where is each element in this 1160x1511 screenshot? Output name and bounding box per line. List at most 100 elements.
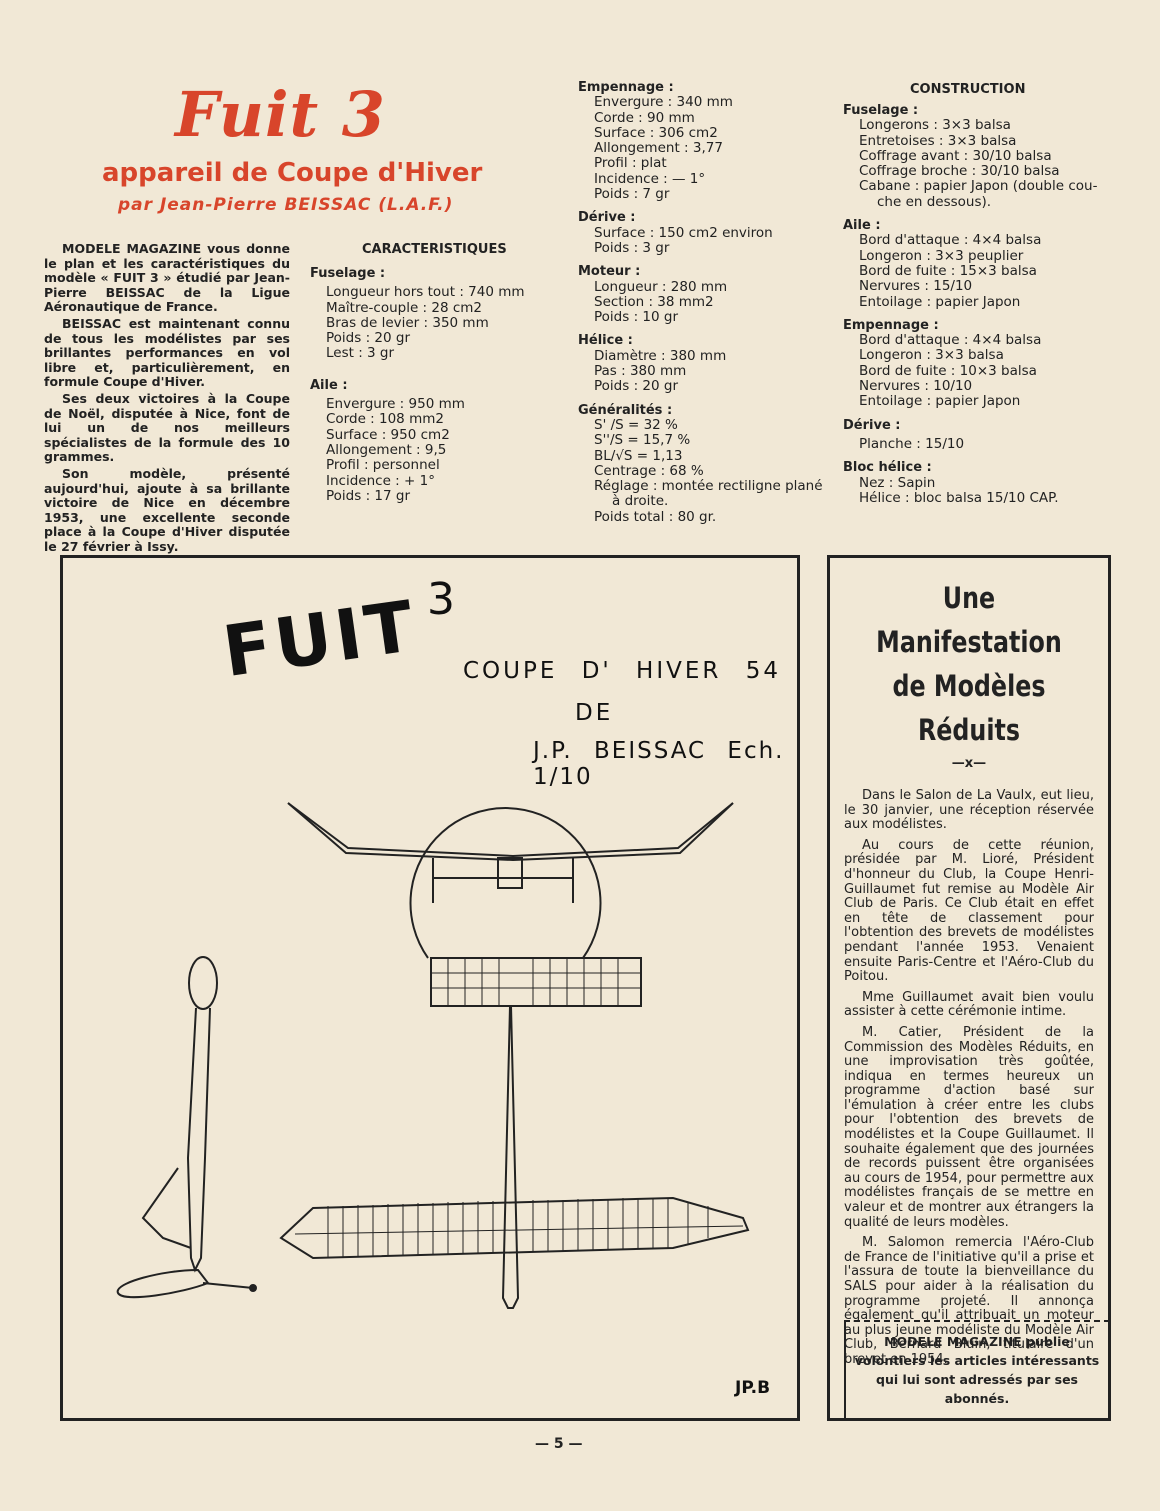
spec-line: S' /S = 32 % [594,416,678,433]
article-byline: par Jean-Pierre BEISSAC (L.A.F.) [118,195,454,215]
spec-line: Longeron : 3×3 balsa [859,347,1004,364]
spec-line: Coffrage avant : 30/10 balsa [859,147,1052,164]
section-label: Empennage : [843,317,939,333]
construction-heading: CONSTRUCTION [910,82,1026,97]
spec-line: Surface : 950 cm2 [326,426,450,443]
spec-line: Planche : 15/10 [859,435,965,452]
spec-line: Pas : 380 mm [594,363,687,380]
spec-line: S''/S = 15,7 % [594,432,691,449]
spec-line: Entretoises : 3×3 balsa [859,132,1017,149]
spec-line: Bord d'attaque : 4×4 balsa [859,232,1042,249]
spec-line: Incidence : — 1° [594,170,706,187]
front-view-prop-disc [409,807,602,959]
spec-line: Coffrage broche : 30/10 balsa [859,163,1060,180]
spec-line: Bras de levier : 350 mm [326,314,489,331]
article-subtitle: appareil de Coupe d'Hiver [102,158,483,188]
spec-line: Corde : 90 mm [594,109,695,126]
caracteristiques-heading: CARACTERISTIQUES [362,242,507,257]
plan-title-superscript: 3 [427,574,455,625]
plan-line-3: J.P. BEISSAC Ech. 1/10 [533,738,785,790]
manifestation-separator: —x— [951,756,987,771]
magazine-notice: MODELE MAGAZINE publie volontiers les ar… [844,1320,1110,1420]
spec-line: Cabane : papier Japon (double cou- [859,178,1098,195]
spec-line: Bord de fuite : 10×3 balsa [859,362,1037,379]
caracteristiques-block: Fuselage : Longueur hors tout : 740 mm M… [310,266,560,504]
specs-column-3: Empennage : Envergure : 340 mm Corde : 9… [578,80,828,525]
intro-paragraph: MODELE MAGAZINE vous donne le plan et le… [44,241,290,315]
page-number: — 5 — [535,1436,583,1452]
spec-line: Entoilage : papier Japon [859,293,1021,310]
intro-text: MODELE MAGAZINE vous donne le plan et le… [44,241,290,556]
manifestation-paragraph: Au cours de cette réunion, présidée par … [844,837,1094,985]
spec-line: Nervures : 15/10 [859,278,973,295]
spec-line: Allongement : 3,77 [594,140,723,157]
spec-line: Longeron : 3×3 peuplier [859,247,1024,264]
spec-line: Poids : 20 gr [326,330,410,347]
spec-line: Réglage : montée rectiligne plané [594,478,823,495]
side-view-prop [188,956,218,1010]
spec-line: Diamètre : 380 mm [594,347,727,364]
spec-line: Hélice : bloc balsa 15/10 CAP. [859,489,1059,506]
spec-line: Poids : 20 gr [594,378,678,395]
front-view-wing [287,802,734,858]
article-title: Fuit 3 [175,78,386,151]
spec-line: Longerons : 3×3 balsa [859,117,1011,134]
spec-line: Nez : Sapin [859,474,936,491]
section-label: Généralités : [578,402,673,418]
side-view-fuselage [186,1007,211,1273]
spec-line: Section : 38 mm2 [594,293,714,310]
section-label: Dérive : [578,210,636,226]
manifestation-paragraph: Mme Guillaumet avait bien voulu assister… [844,989,1094,1020]
manifestation-panel: Une Manifestation de Modèles Réduits —x—… [827,555,1111,1421]
section-label: Hélice : [578,333,633,349]
spec-line: Allongement : 9,5 [326,441,447,458]
manifestation-body: Dans le Salon de La Vaulx, eut lieu, le … [830,788,1108,1368]
manifestation-paragraph: M. Catier, Président de la Commission de… [844,1024,1094,1230]
fuselage-top-view [501,1005,520,1309]
spec-line: BL/√S = 1,13 [594,447,683,464]
intro-paragraph: Son modèle, présenté aujourd'hui, ajoute… [44,465,290,554]
section-label: Moteur : [578,264,641,280]
manifestation-title-line-1: Une Manifestation [876,581,1062,659]
spec-line: Lest : 3 gr [326,345,395,362]
spec-line: Incidence : + 1° [326,472,435,489]
spec-line: Corde : 108 mm2 [326,411,444,428]
manifestation-paragraph: M. Salomon remercia l'Aéro-Club de Franc… [844,1235,1094,1367]
spec-line: Surface : 306 cm2 [594,124,718,141]
airplane-drawing [116,802,750,1309]
side-view-fin [141,1167,192,1249]
spec-line: Entoilage : papier Japon [859,393,1021,410]
spec-line: Profil : plat [594,155,667,172]
section-label: Aile : [310,377,348,393]
spec-line: Bord de fuite : 15×3 balsa [859,262,1037,279]
spec-line: Envergure : 950 mm [326,396,465,413]
spec-line: Longueur hors tout : 740 mm [326,284,525,301]
section-label: Dérive : [843,417,901,433]
plan-signature: JP.B [735,1378,771,1398]
spec-line: Poids total : 80 gr. [594,508,717,525]
section-label: Fuselage : [310,266,386,281]
manifestation-paragraph: Dans le Salon de La Vaulx, eut lieu, le … [844,788,1094,833]
spec-line: Bord d'attaque : 4×4 balsa [859,332,1042,349]
spec-line: à droite. [612,493,669,510]
manifestation-title-line-2: de Modèles Réduits [892,669,1046,747]
spec-line: Envergure : 340 mm [594,94,733,111]
spec-line: Nervures : 10/10 [859,378,973,395]
section-label: Empennage : [578,80,674,95]
spec-line: Longueur : 280 mm [594,278,728,295]
section-label: Fuselage : [843,103,919,118]
spec-line: che en dessous). [877,193,992,210]
section-label: Aile : [843,218,881,234]
section-label: Bloc hélice : [843,460,932,476]
plan-line-1: COUPE D' HIVER 54 [463,658,781,684]
spec-line: Poids : 10 gr [594,309,678,326]
intro-paragraph: Ses deux victoires à la Coupe de Noël, d… [44,390,290,465]
construction-block: Fuselage : Longerons : 3×3 balsa Entreto… [843,103,1103,506]
main-wing [279,1196,750,1260]
stabilizer [430,957,642,1007]
plan-drawing: FUIT 3 COUPE D' HIVER 54 DE J.P. BEISSAC… [60,555,800,1421]
front-view-fuselage [497,857,523,889]
intro-paragraph: BEISSAC est maintenant connu de tous les… [44,315,290,390]
side-view-tail-plane [116,1268,210,1299]
plan-line-2: DE [575,700,614,726]
